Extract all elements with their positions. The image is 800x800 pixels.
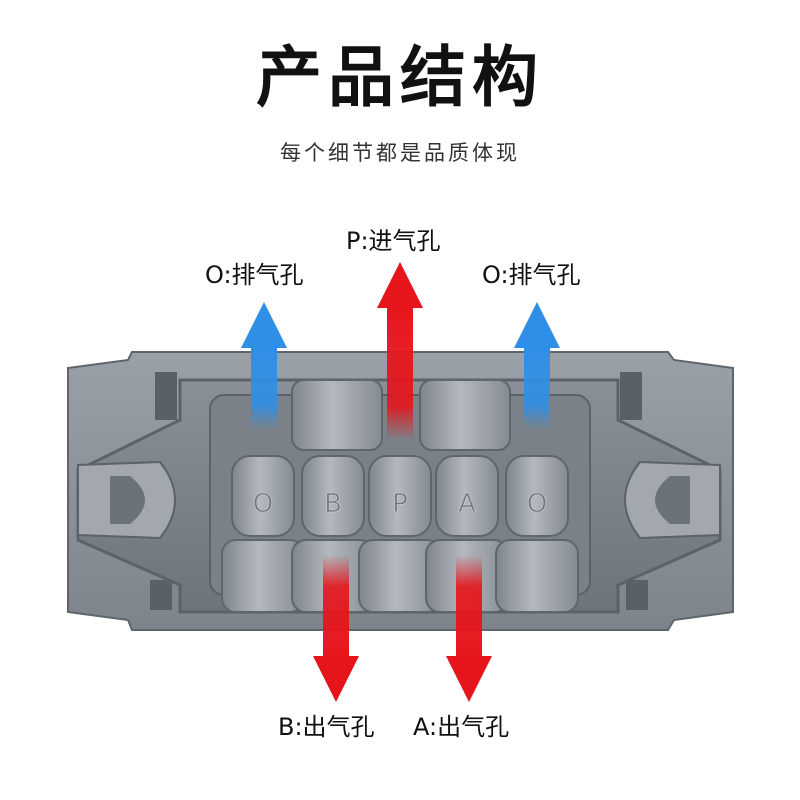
exhaust-right-label: O:排气孔 xyxy=(482,261,581,289)
port-boss xyxy=(505,455,569,537)
port-marking: O xyxy=(253,489,273,519)
port-boss xyxy=(231,455,295,537)
port-marking: A xyxy=(458,489,476,519)
outlet-a-label: A:出气孔 xyxy=(413,713,510,741)
exhaust-left-label: O:排气孔 xyxy=(205,261,304,289)
outlet-b-label: B:出气孔 xyxy=(278,713,375,741)
port-boss xyxy=(301,455,365,537)
outlet-b-arrow xyxy=(313,555,359,702)
port-boss xyxy=(368,455,432,537)
page-subtitle: 每个细节都是品质体现 xyxy=(280,141,520,165)
port-marking: B xyxy=(324,489,342,519)
port-marking: P xyxy=(392,489,408,519)
inlet-arrow xyxy=(377,262,423,440)
port-boss-base xyxy=(495,539,579,613)
page-title: 产品结构 xyxy=(256,39,544,116)
inlet-label: P:进气孔 xyxy=(346,227,441,255)
outlet-a-arrow xyxy=(446,555,492,702)
exhaust-left-arrow xyxy=(241,302,287,430)
exhaust-right-arrow xyxy=(514,302,560,430)
port-marking: O xyxy=(527,489,547,519)
port-boss xyxy=(435,455,499,537)
